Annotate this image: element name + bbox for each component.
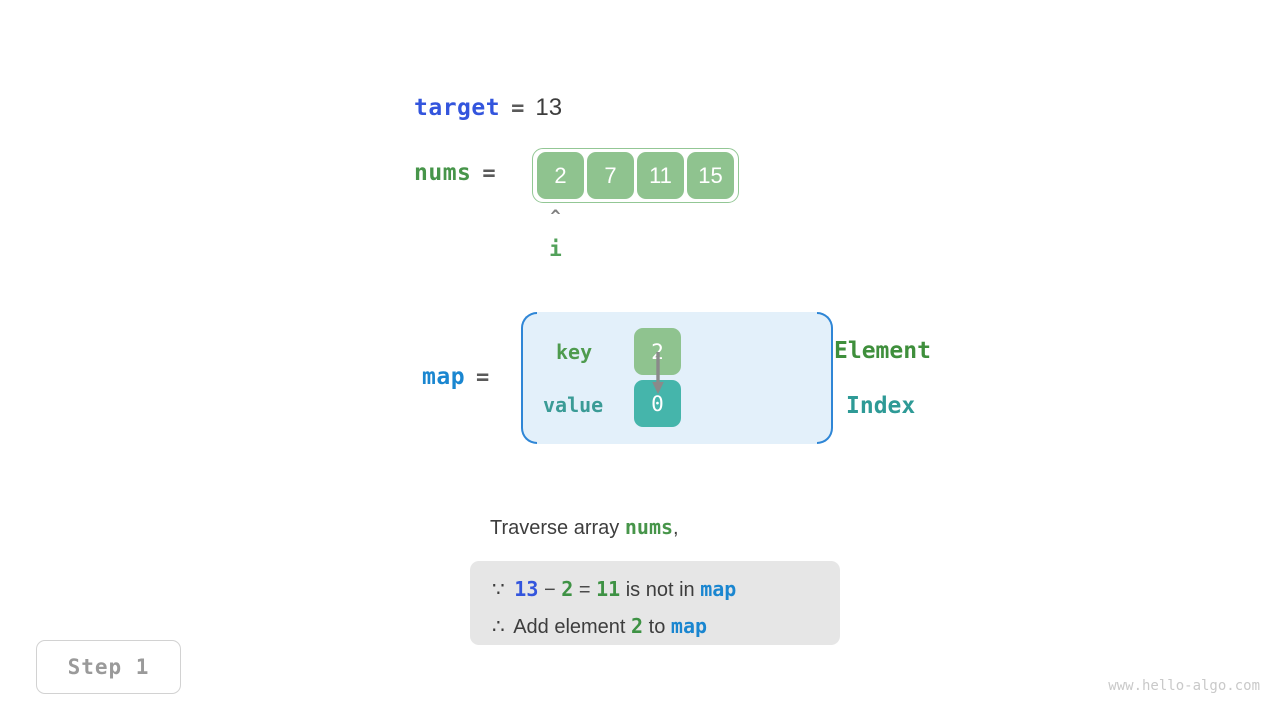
map-variable-name: map — [422, 364, 466, 390]
key-to-value-arrow-icon — [652, 352, 664, 394]
nums-variable-name: nums — [414, 160, 472, 186]
explain-equals-operator: = — [578, 579, 591, 601]
explain-line2-mid: to — [648, 616, 666, 638]
traverse-prefix-text: Traverse array — [490, 517, 620, 539]
map-index-side-label: Index — [846, 393, 916, 419]
array-cell: 15 — [687, 152, 734, 199]
target-equals-sign: = — [511, 96, 525, 121]
target-value: 13 — [535, 94, 563, 121]
nums-array-container: 2 7 11 15 — [532, 148, 739, 203]
traverse-suffix-text: , — [673, 517, 679, 539]
explain-line1-text: is not in — [625, 579, 695, 601]
index-pointer-label: i — [549, 237, 562, 261]
map-declaration: map = — [422, 364, 489, 390]
map-value-cell: 0 — [634, 380, 681, 427]
explain-complement-value: 11 — [596, 577, 621, 601]
map-left-bracket — [521, 312, 537, 444]
target-variable-name: target — [414, 95, 501, 121]
nums-equals-sign: = — [482, 160, 496, 186]
target-declaration: target = 13 — [414, 94, 562, 122]
map-key-label: key — [556, 340, 593, 364]
nums-declaration: nums = — [414, 160, 507, 186]
map-right-bracket — [817, 312, 833, 444]
therefore-symbol-icon: ∴ — [492, 616, 505, 638]
explanation-line-because: ∵ 13 − 2 = 11 is not in map — [492, 571, 818, 608]
step-badge: Step 1 — [36, 640, 181, 694]
map-equals-sign: = — [476, 365, 490, 390]
explain-line2-number: 2 — [631, 614, 644, 638]
map-element-side-label: Element — [834, 338, 931, 364]
array-cell: 11 — [637, 152, 684, 199]
caret-up-icon: ^ — [550, 207, 561, 227]
because-symbol-icon: ∵ — [492, 579, 505, 601]
map-value-label: value — [543, 393, 604, 417]
explain-current-number: 2 — [561, 577, 574, 601]
explanation-box: ∵ 13 − 2 = 11 is not in map ∴ Add elemen… — [470, 561, 840, 645]
explain-line2-prefix: Add element — [513, 616, 626, 638]
traverse-nums-keyword: nums — [624, 515, 674, 539]
array-cell: 2 — [537, 152, 584, 199]
explanation-line-therefore: ∴ Add element 2 to map — [492, 608, 818, 645]
explain-target-value: 13 — [514, 577, 539, 601]
index-pointer: ^ i — [532, 208, 579, 261]
explain-line1-map: map — [700, 577, 737, 601]
watermark: www.hello-algo.com — [1108, 678, 1260, 694]
explain-line2-map: map — [670, 614, 708, 638]
array-cell: 7 — [587, 152, 634, 199]
explain-minus-operator: − — [543, 579, 556, 601]
traverse-description: Traverse array nums, — [490, 515, 679, 540]
